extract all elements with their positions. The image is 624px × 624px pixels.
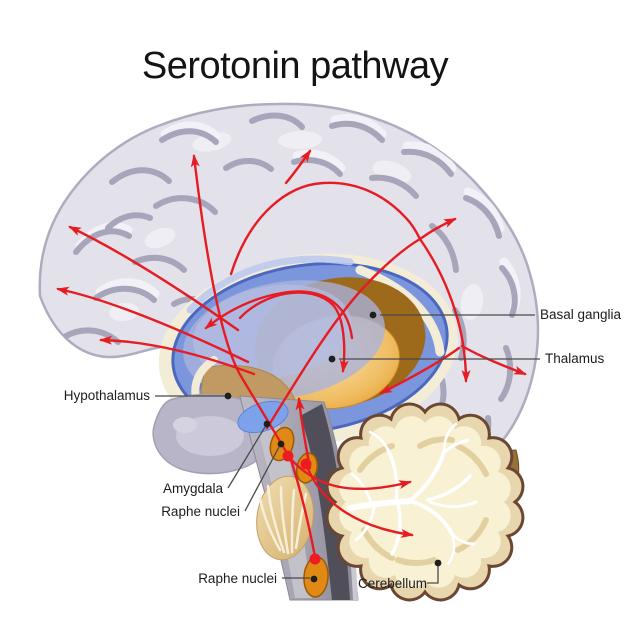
arrow-to-frontal-base: [99, 335, 256, 376]
leader-dots: [224, 311, 442, 583]
ring-highlight: [186, 255, 354, 314]
arrow-to-cerebellum-upper: [287, 455, 412, 491]
arrow-to-thalamus: [238, 291, 349, 373]
ascending-feeder: [265, 237, 422, 430]
arrow-to-orbitofrontal: [56, 286, 250, 364]
pons-shape: [256, 475, 314, 561]
leader-lines: [155, 314, 540, 584]
descending-limb: [418, 237, 465, 346]
serotonin-trunk: [289, 458, 317, 559]
label-basal-ganglia: Basal ganglia: [540, 307, 622, 322]
cingulum-arc: [229, 181, 422, 276]
label-thalamus: Thalamus: [545, 351, 605, 366]
label-raphe-nuclei-mid: Raphe nuclei: [161, 504, 240, 519]
arrow-to-prefrontal: [68, 225, 240, 332]
diagram-title: Serotonin pathway: [142, 45, 449, 87]
leader-raphe-mid: [244, 446, 280, 512]
leader-cerebellum: [427, 565, 439, 584]
arrow-occipital-right: [460, 344, 527, 376]
raphe-origin-dots: [282, 450, 321, 565]
arrow-temporal-back: [379, 346, 461, 395]
label-raphe-nuclei-lower: Raphe nuclei: [198, 571, 277, 586]
structure-labels: Basal ganglia Thalamus Hypothalamus Amyg…: [64, 307, 622, 591]
cerebellum-shape: [325, 402, 525, 602]
arrow-to-parietal: [284, 149, 312, 185]
arrow-to-occipital-top: [418, 217, 457, 241]
arrow-to-cerebellum-lower: [305, 464, 414, 538]
leader-amygdala: [227, 426, 266, 489]
temporal-highlight-small: [173, 417, 197, 433]
label-amygdala: Amygdala: [163, 481, 224, 496]
label-hypothalamus: Hypothalamus: [64, 388, 151, 403]
gyrus-line-group: [75, 113, 521, 313]
arrow-striatum-loop: [204, 290, 354, 340]
label-cerebellum: Cerebellum: [358, 576, 427, 591]
pons-fibres: [258, 484, 308, 555]
cerebellum-folia: [357, 436, 489, 566]
